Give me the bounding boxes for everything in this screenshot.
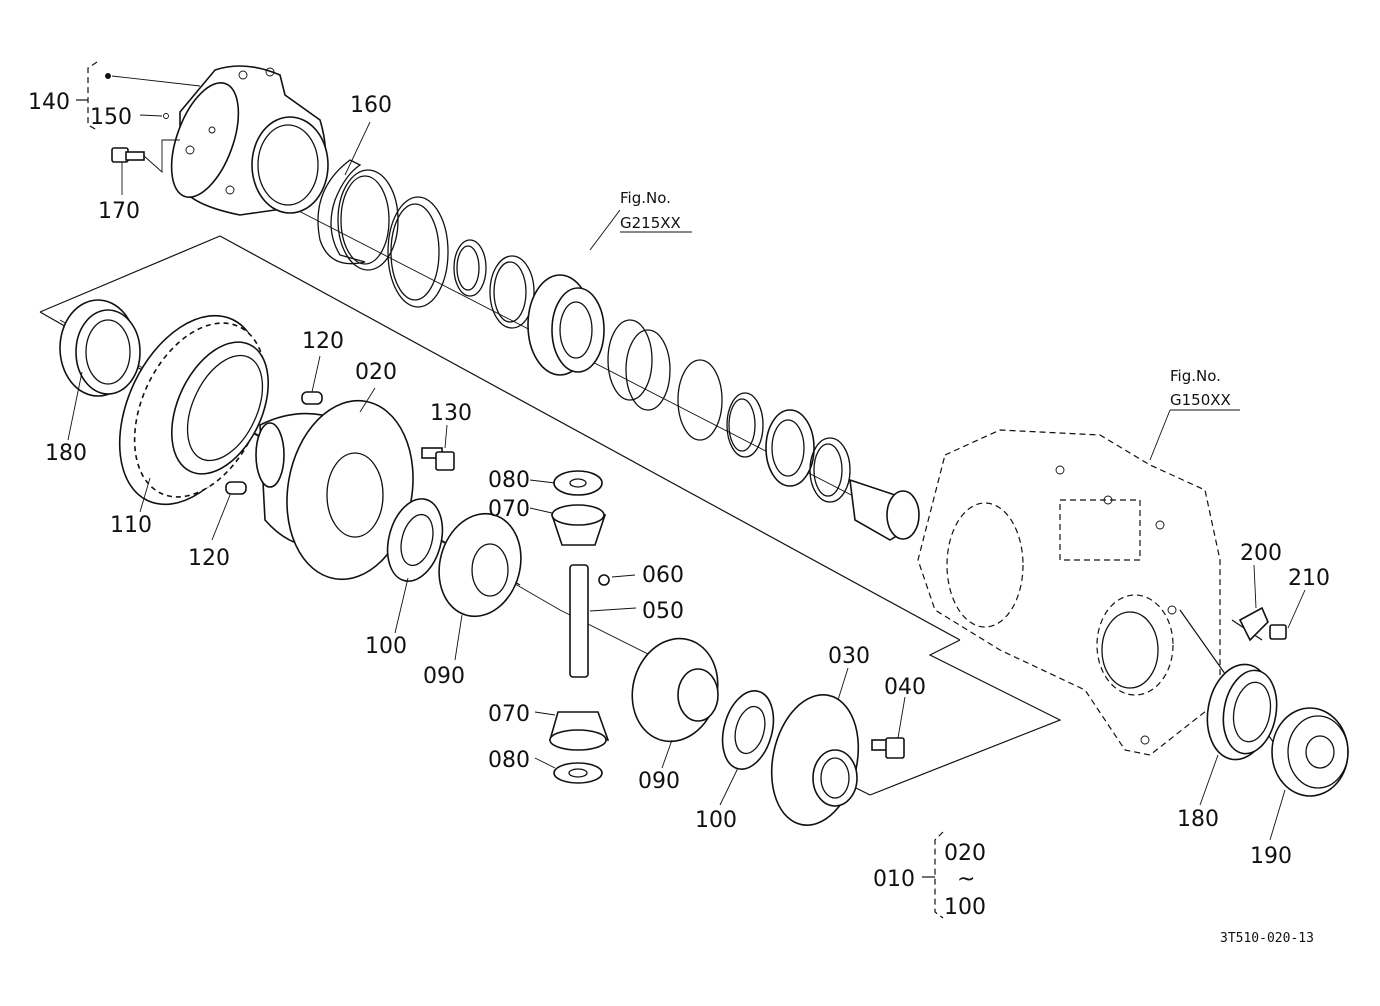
part-label-160[interactable]: 160 [350, 93, 392, 118]
part-label-020[interactable]: 020 [355, 360, 397, 385]
bolt-040 [871, 737, 905, 759]
bracket-010 [922, 831, 944, 919]
ring-train-upper [317, 159, 920, 541]
part-label-090-right[interactable]: 090 [638, 769, 680, 794]
oil-seal-180-right [1206, 663, 1278, 761]
part-label-210[interactable]: 210 [1288, 566, 1330, 591]
part-label-070-upper[interactable]: 070 [488, 497, 530, 522]
bolt-170 [111, 139, 180, 174]
pinion-set [548, 470, 610, 784]
bearing-housing-140 [170, 65, 329, 216]
sensor-ring-190 [1271, 707, 1349, 797]
part-label-120-upper[interactable]: 120 [302, 329, 344, 354]
part-label-100-left[interactable]: 100 [365, 634, 407, 659]
part-label-080-upper[interactable]: 080 [488, 468, 530, 493]
part-label-190[interactable]: 190 [1250, 844, 1292, 869]
diff-case-020 [255, 399, 414, 581]
side-gear-090-right [631, 637, 719, 743]
fig-ref-g215[interactable]: Fig.No. G215XX [620, 189, 681, 232]
part-label-150[interactable]: 150 [90, 105, 132, 130]
fig-ref-g215-line2[interactable]: G215XX [620, 214, 681, 232]
thrust-washer-100-left [386, 498, 444, 582]
part-label-200[interactable]: 200 [1240, 541, 1282, 566]
bolt-210 [1269, 624, 1287, 640]
part-label-100-right[interactable]: 100 [695, 808, 737, 833]
transmission-case [917, 429, 1221, 756]
assembly-range-end[interactable]: 100 [944, 895, 986, 920]
fig-ref-g150[interactable]: Fig.No. G150XX [1170, 367, 1231, 409]
assembly-range-separator: ~ [957, 867, 975, 892]
part-label-180-right[interactable]: 180 [1177, 807, 1219, 832]
fig-ref-g150-line1: Fig.No. [1170, 367, 1221, 385]
part-label-110[interactable]: 110 [110, 513, 152, 538]
part-label-130[interactable]: 130 [430, 401, 472, 426]
part-label-080-lower[interactable]: 080 [488, 748, 530, 773]
assembly-label[interactable]: 010 [873, 867, 915, 892]
leader-lines [67, 73, 1306, 841]
part-label-180-left[interactable]: 180 [45, 441, 87, 466]
part-label-060[interactable]: 060 [642, 563, 684, 588]
diff-cover-030 [770, 694, 860, 826]
assembly-group: 010 020 ~ 100 [873, 841, 986, 920]
part-label-040[interactable]: 040 [884, 675, 926, 700]
part-label-090-left[interactable]: 090 [423, 664, 465, 689]
part-label-030[interactable]: 030 [828, 644, 870, 669]
fig-ref-g150-line2[interactable]: G150XX [1170, 391, 1231, 409]
part-label-170[interactable]: 170 [98, 199, 140, 224]
assembly-range-start[interactable]: 020 [944, 841, 986, 866]
bolt-130 [421, 447, 455, 471]
part-label-050[interactable]: 050 [642, 599, 684, 624]
side-gear-090-left [438, 512, 522, 618]
bracket-140-150 [76, 61, 98, 131]
ring-gear-110 [118, 314, 270, 506]
oil-seal-180-left [59, 299, 141, 397]
fig-ref-g215-line1: Fig.No. [620, 189, 671, 207]
part-label-140[interactable]: 140 [28, 90, 70, 115]
part-labels: 140 150 160 170 180 110 120 120 020 130 … [28, 90, 1330, 869]
part-label-120-lower[interactable]: 120 [188, 546, 230, 571]
drawing-code: 3T510-020-13 [1220, 931, 1314, 946]
bracket-200 [1238, 606, 1269, 642]
part-label-070-lower[interactable]: 070 [488, 702, 530, 727]
